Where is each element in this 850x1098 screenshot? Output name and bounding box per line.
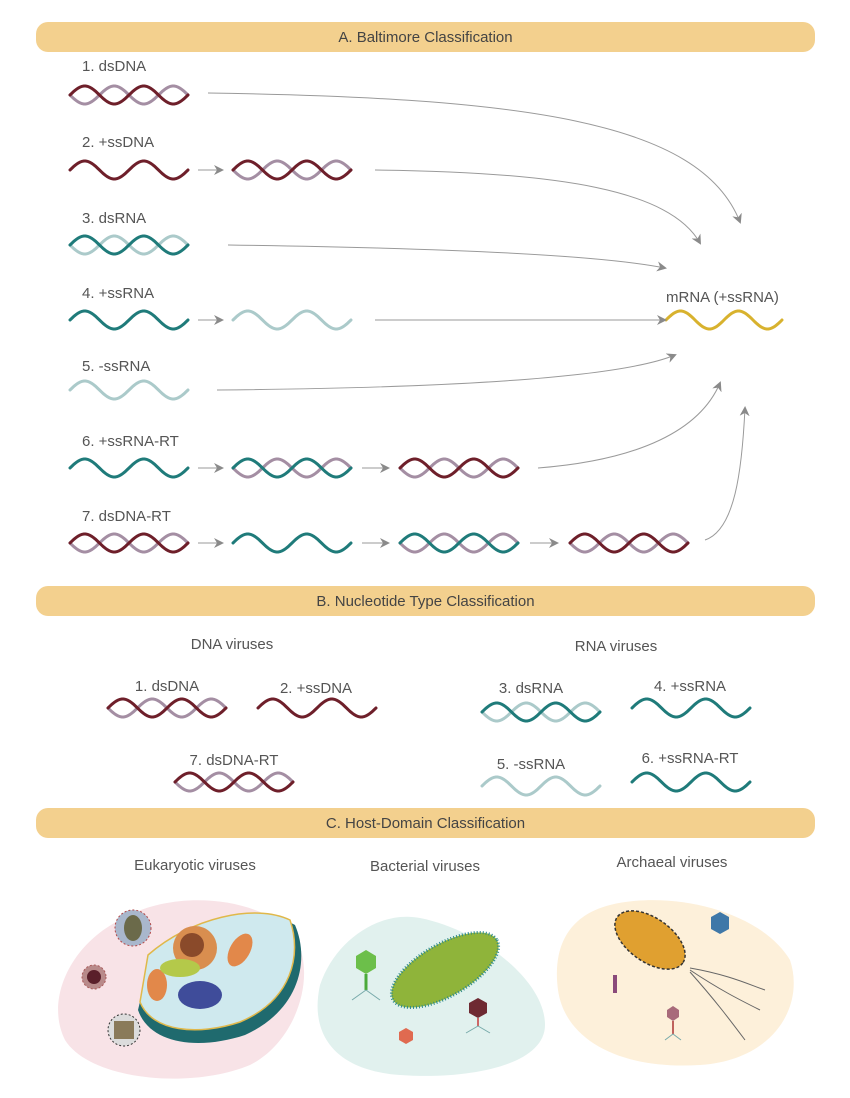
section-c-title: C. Host-Domain Classification xyxy=(325,814,526,832)
bacterial-viruses-label: Bacterial viruses xyxy=(369,858,481,875)
dsdna-strand xyxy=(68,532,190,554)
dsrna-strand xyxy=(68,234,190,256)
archaeal-host-blob xyxy=(556,900,794,1066)
rna-item-pssrna: 4. +ssRNA xyxy=(653,678,727,695)
mrna-label: mRNA (+ssRNA) xyxy=(666,289,779,306)
pos-ssrna-strand xyxy=(231,532,353,554)
dsdna-strand xyxy=(173,771,295,793)
eukaryotic-viruses-label: Eukaryotic viruses xyxy=(134,857,256,874)
dsdna-strand xyxy=(68,84,190,106)
rna-dna-hybrid-strand xyxy=(398,532,520,554)
ssdna-strand xyxy=(256,697,378,719)
rna-item-ssrna-rt: 6. +ssRNA-RT xyxy=(641,750,739,767)
rna-item-nssrna: 5. -ssRNA xyxy=(496,756,566,773)
archaeal-virus-icons xyxy=(613,912,729,1041)
section-a-title: A. Baltimore Classification xyxy=(338,28,513,46)
neg-ssrna-strand xyxy=(68,379,190,401)
class-label-dsdna: 1. dsDNA xyxy=(82,58,147,75)
pos-ssrna-strand xyxy=(630,771,752,793)
eukaryotic-cell-illustration xyxy=(138,912,302,1043)
dsdna-strand xyxy=(106,697,228,719)
dsdna-strand xyxy=(398,457,520,479)
dna-item-dsdna: 1. dsDNA xyxy=(134,678,200,695)
rna-viruses-heading: RNA viruses xyxy=(574,638,658,655)
arrow-dsdna-to-mrna xyxy=(207,92,742,224)
section-b-header: B. Nucleotide Type Classification xyxy=(36,586,815,616)
arrow-dsdnart-to-mrna xyxy=(704,406,750,541)
eukaryotic-virus-icons xyxy=(81,909,152,1047)
arrow-rt-to-mrna xyxy=(537,381,722,469)
mrna-strand xyxy=(664,309,784,331)
section-a-header: A. Baltimore Classification xyxy=(36,22,815,52)
bacterium-illustration xyxy=(389,930,501,1010)
dsdna-strand xyxy=(231,159,353,181)
neg-ssrna-strand xyxy=(231,309,353,331)
section-c-header: C. Host-Domain Classification xyxy=(36,808,815,838)
ssdna-strand xyxy=(68,159,190,181)
pos-ssrna-strand xyxy=(68,457,190,479)
arrow-nssrna-to-mrna xyxy=(216,353,677,391)
pos-ssrna-strand xyxy=(68,309,190,331)
class-label-nssrna: 5. -ssRNA xyxy=(82,358,151,375)
archaeon-illustration xyxy=(614,910,766,1041)
bacteriophage-icons xyxy=(351,950,491,1044)
pos-ssrna-strand xyxy=(630,697,752,719)
dna-viruses-heading: DNA viruses xyxy=(190,636,274,653)
arrow-dsrna-to-mrna xyxy=(227,244,667,272)
class-label-ssrna-rt: 6. +ssRNA-RT xyxy=(82,433,179,450)
dsrna-strand xyxy=(480,701,602,723)
dsdna-strand xyxy=(568,532,690,554)
neg-ssrna-strand xyxy=(480,775,602,797)
class-label-pssrna: 4. +ssRNA xyxy=(82,285,155,302)
class-label-dsrna: 3. dsRNA xyxy=(82,210,147,227)
rna-item-dsrna: 3. dsRNA xyxy=(498,680,564,697)
class-label-ssdna: 2. +ssDNA xyxy=(82,134,155,151)
class-label-dsdna-rt: 7. dsDNA-RT xyxy=(82,508,171,525)
archaeal-viruses-label: Archaeal viruses xyxy=(616,854,728,871)
dna-item-ssdna: 2. +ssDNA xyxy=(279,680,353,697)
dna-item-dsdna-rt: 7. dsDNA-RT xyxy=(189,752,279,769)
arrow-ssdna-to-mrna xyxy=(374,169,701,245)
section-b-title: B. Nucleotide Type Classification xyxy=(316,592,535,610)
rna-dna-hybrid-strand xyxy=(231,457,353,479)
